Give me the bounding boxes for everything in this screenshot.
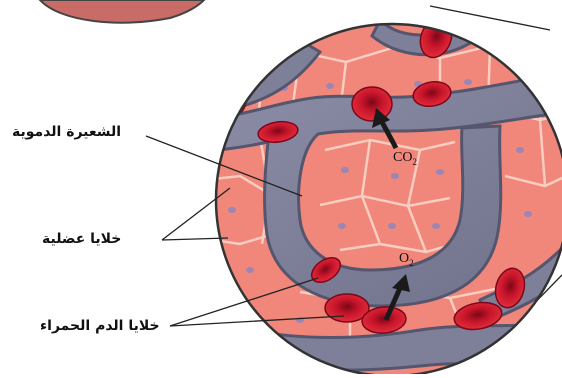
co2-sub: 2 [412, 157, 417, 167]
rbc-1 [352, 87, 392, 121]
rbc-10 [226, 86, 246, 114]
muscle-cells-label: خلايا عضلية [42, 231, 121, 247]
o2-sub: 2 [409, 258, 414, 268]
co2-main: CO [393, 150, 412, 165]
magnified-view [195, 0, 562, 374]
zoom-line-top [430, 6, 550, 30]
o2-main: O [399, 251, 409, 266]
capillary-label: الشعيرة الدموية [12, 124, 121, 140]
leader-muscle-b [162, 238, 228, 240]
co2-label: CO2 [393, 150, 417, 167]
source-circle [40, 0, 204, 23]
red-blood-cells-label: خلايا الدم الحمراء [40, 318, 160, 334]
o2-label: O2 [399, 251, 414, 268]
